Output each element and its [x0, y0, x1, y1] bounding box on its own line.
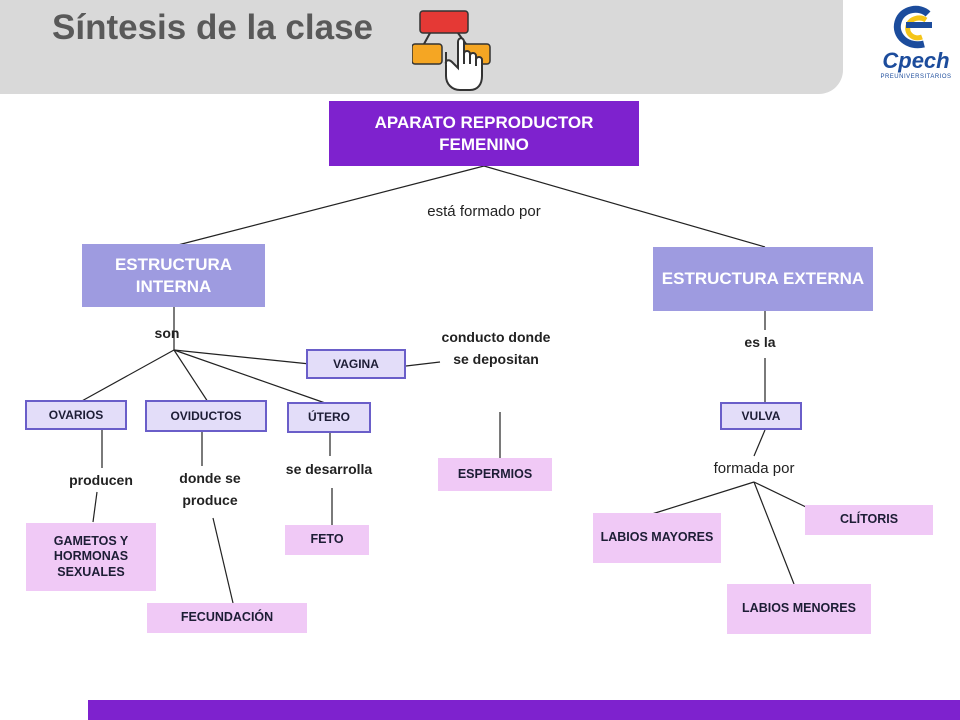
label-internal-link: son — [154, 325, 180, 341]
label-vagina-link: conducto donde se depositan — [441, 329, 551, 368]
node-internal: ESTRUCTURA INTERNA — [82, 244, 265, 307]
node-vulva: VULVA — [720, 402, 802, 430]
node-vagina: VAGINA — [306, 349, 406, 379]
line-hub-vagina — [173, 349, 311, 365]
line-hub-oviductos — [173, 349, 209, 403]
line-hub-utero — [173, 349, 329, 405]
node-root: APARATO REPRODUCTOR FEMENINO — [329, 101, 639, 166]
logo-text: Cpech — [882, 48, 950, 73]
node-clitoris: CLÍTORIS — [805, 505, 933, 535]
footer-bar — [88, 700, 960, 720]
logo-subtitle: PREUNIVERSITARIOS — [880, 74, 952, 80]
label-utero-link: se desarrolla — [285, 461, 373, 477]
line-root-internal — [173, 165, 485, 247]
node-external: ESTRUCTURA EXTERNA — [653, 247, 873, 311]
label-ovarios-link: producen — [69, 472, 133, 488]
node-oviductos: OVIDUCTOS — [145, 400, 267, 432]
line-hub-labios-mayores — [651, 481, 755, 515]
node-utero: ÚTERO — [287, 402, 371, 433]
node-feto: FETO — [285, 525, 369, 555]
label-root-link: está formado por — [427, 203, 541, 220]
label-oviductos-link: donde se produce — [179, 470, 241, 509]
line-hub-clitoris — [753, 481, 809, 509]
page-title: Síntesis de la clase — [52, 8, 374, 47]
node-labios-mayores: LABIOS MAYORES — [593, 513, 721, 563]
line-hub-ovarios — [79, 349, 175, 403]
node-ovarios: OVARIOS — [25, 400, 127, 430]
node-gametos: GAMETOS Y HORMONAS SEXUALES — [26, 523, 156, 591]
line-root-external — [483, 165, 766, 248]
line-hub-labios-menores — [753, 481, 795, 585]
node-espermios: ESPERMIOS — [438, 458, 552, 491]
flowchart-hand-icon — [411, 8, 498, 97]
node-fecundacion: FECUNDACIÓN — [147, 603, 307, 633]
line-link-fecundacion — [212, 517, 234, 604]
line-vulva-link — [753, 429, 766, 457]
label-external-link: es la — [744, 334, 776, 350]
cpech-logo-icon — [893, 5, 932, 49]
line-vagina-link — [405, 361, 441, 367]
node-labios-menores: LABIOS MENORES — [727, 584, 871, 634]
label-vulva-link: formada por — [713, 460, 795, 477]
cpech-logo: Cpech PREUNIVERSITARIOS — [876, 4, 956, 96]
line-link-gametos — [92, 491, 98, 523]
